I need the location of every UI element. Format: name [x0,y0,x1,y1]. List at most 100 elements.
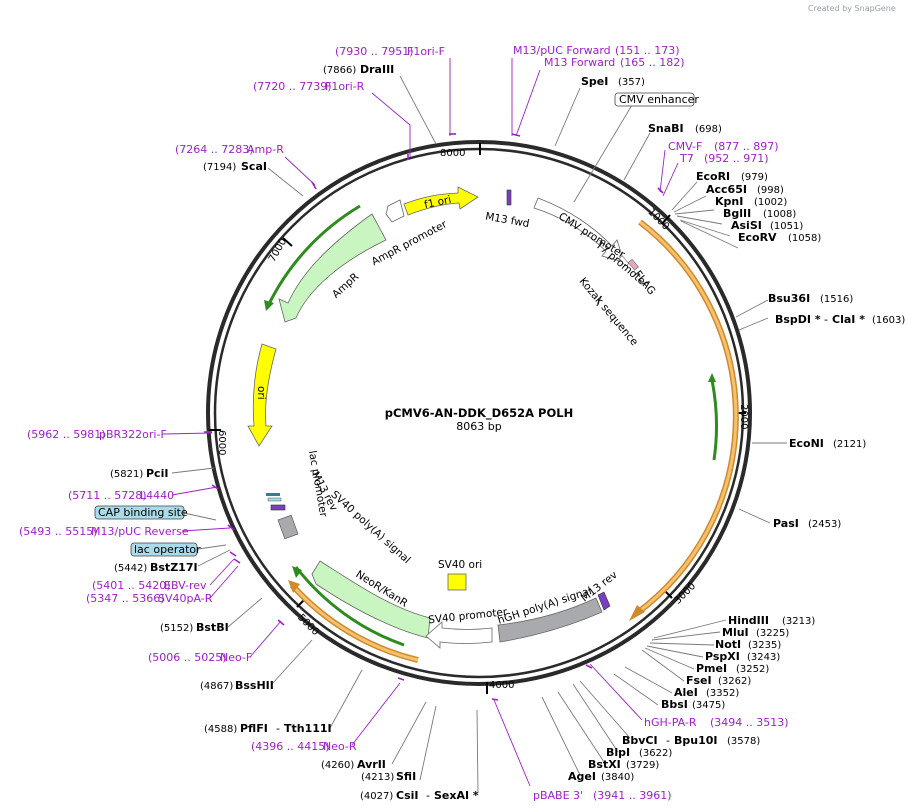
enzyme-pcii: PciI [146,467,168,480]
enzyme-bbsi: BbsI [661,698,688,711]
enzyme-csii: CsiI [396,789,418,802]
enzyme-fsei: FseI [686,674,712,687]
primer-t7-range: (952 .. 971) [704,152,769,165]
enzyme-spei-pos: (357) [618,77,645,88]
neor-kanr-feature [311,560,431,639]
enzyme-pcii-pos: (5821) [110,469,143,480]
primer-sv40par-range: (5347 .. 5366) [86,592,165,605]
enzyme-bspdi-sep: - [824,313,828,326]
enzyme-asisi-pos: (1051) [770,221,803,232]
label-kozak: Kozak sequence [577,276,641,349]
enzyme-alei: AleI [674,686,698,699]
tick-4000: 4000 [489,680,514,691]
tick-6000: 6000 [216,430,227,455]
tick-5000: 5000 [295,612,321,638]
enzyme-csii-pos: (4027) [360,791,393,802]
primer-pbabe-range: (3941 .. 3961) [593,789,672,802]
enzyme-scai: ScaI [241,160,267,173]
enzyme-noti-pos: (3235) [748,640,781,651]
primer-f1orif-range: (7930 .. 7951) [335,45,414,58]
enzyme-bstbi-pos: (5152) [160,623,193,634]
enzyme-bsshii-pos: (4867) [200,681,233,692]
primer-hghpar-name: hGH-PA-R [644,716,697,729]
sv40-promoter-feature [425,621,493,649]
enzyme-snabi-pos: (698) [695,124,722,135]
primer-ebvrev-range: (5401 .. 5420) [92,579,171,592]
t7-promoter-marker [618,255,630,267]
enzyme-econi: EcoNI [789,437,824,450]
primer-pbabe-name: pBABE 3' [533,789,583,802]
label-ori: ori [255,386,267,400]
green-arrow-lower [292,566,302,578]
enzyme-bstz17i: BstZ17I [150,561,198,574]
ampr-promoter-feature [385,199,405,223]
primer-cmvf-range: (877 .. 897) [714,140,779,153]
enzyme-mlui-pos: (3225) [756,628,789,639]
primer-hghpar-range: (3494 .. 3513) [710,716,789,729]
enzyme-pflfi-sep: - [276,722,280,735]
enzyme-spei: SpeI [581,75,608,88]
primer-neor-range: (4396 .. 4415) [251,740,330,753]
enzyme-bstxi: BstXI [588,758,621,771]
enzyme-agei-pos: (3840) [601,772,634,783]
enzyme-ecori-pos: (979) [741,172,768,183]
enzyme-clai: ClaI * [832,313,865,326]
orf-arc [635,219,739,616]
neo-orf-arc-inner [290,583,419,662]
label-sv40-polya: SV40 poly(A) signal [329,489,413,567]
enzyme-bstxi-pos: (3729) [626,760,659,771]
orf-arrowhead [629,605,645,621]
enzyme-asisi: AsiSI [731,219,762,232]
sv40polya-feature [277,514,299,540]
enzyme-bbvci-sep: - [666,734,670,747]
primer-neof-range: (5006 .. 5025) [148,651,227,664]
enzyme-tth111i: Tth111I [284,722,332,735]
enzyme-bspdi: BspDI * [775,313,821,326]
cmv-enhancer-box [614,92,695,107]
enzyme-bsshii: BssHII [235,679,274,692]
m13rev-marker [270,504,286,511]
enzyme-pmei-pos: (3252) [736,664,769,675]
enzyme-bbsi-pos: (3475) [692,700,725,711]
label-m13fwd: M13 fwd [484,211,530,231]
enzyme-bbvci-pos: (3578) [727,736,760,747]
green-arrow-ampr [264,300,274,311]
enzyme-draiii-pos: (7866) [323,65,356,76]
enzyme-blpi: BlpI [606,746,630,759]
lac-operator-label: lac operator [134,543,201,556]
enzyme-bsu36i: Bsu36I [768,292,810,305]
label-f1ori: f1 ori [423,194,452,211]
enzyme-acc65i-pos: (998) [757,185,784,196]
enzyme-blpi-pos: (3622) [639,748,672,759]
enzyme-kpni: KpnI [715,195,743,208]
enzyme-draiii: DraIII [360,63,394,76]
green-arc-right [710,379,718,461]
primer-m13puc-rev-name: M13/pUC Reverse [91,525,189,538]
enzyme-econi-pos: (2121) [833,439,866,450]
ampr-feature [278,213,387,323]
enzyme-bstz17i-pos: (5442) [114,563,147,574]
green-arc-ampr [266,204,361,307]
enzyme-bglii-pos: (1008) [763,209,796,220]
f1ori-feature [403,186,479,216]
sv40ori-feature [447,573,467,591]
backbone-outer [206,140,752,686]
enzyme-pspxi-pos: (3243) [747,652,780,663]
primer-m13fwd-range: (165 .. 182) [620,56,685,69]
enzyme-bbvci: BbvCI [622,734,658,747]
enzyme-hindiii-pos: (3213) [782,616,815,627]
primer-cmvf-name: CMV-F [668,140,702,153]
enzyme-pasi: PasI [773,517,799,530]
enzyme-pasi-pos: (2453) [808,519,841,530]
neo-orf-arrow [288,580,300,593]
watermark: Created by SnapGene [808,4,896,13]
m13rev2-marker [597,591,611,611]
green-arc-lower [294,566,405,647]
enzyme-scai-pos: (7194) [203,162,236,173]
tick-2000: 2000 [738,404,749,429]
enzyme-hindiii: HindIII [728,614,769,627]
primer-m13puc-fwd-name: M13/pUC Forward [513,44,611,57]
primer-pbr322-name: pBR322ori-F [99,428,167,441]
primer-neor-name: Neo-R [323,740,357,753]
